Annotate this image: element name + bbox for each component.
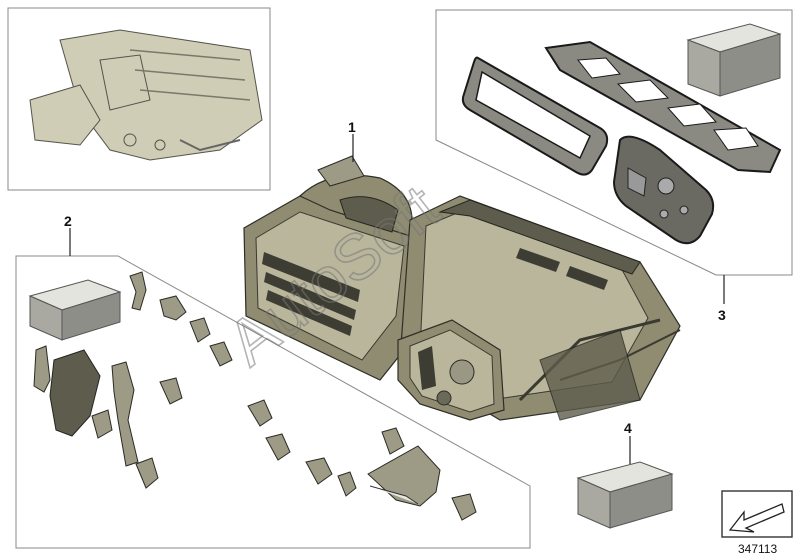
- small-parts-set[interactable]: [33, 271, 477, 521]
- parts-box-group-3[interactable]: [686, 23, 782, 97]
- arrow-back-icon[interactable]: [721, 490, 793, 538]
- reference-number: 347113: [738, 542, 777, 556]
- gasket-seal-rectangular[interactable]: [461, 56, 609, 176]
- callout-2[interactable]: 2: [64, 213, 72, 229]
- gasket-group-frame: [435, 9, 793, 276]
- hvac-assembly-thumbnail-icon: [29, 29, 263, 161]
- callout-3[interactable]: 3: [718, 307, 726, 323]
- parts-box-group-2[interactable]: [28, 279, 122, 341]
- small-parts-group-frame: [15, 255, 531, 549]
- gasket-plate[interactable]: [612, 135, 715, 245]
- callout-1[interactable]: 1: [348, 119, 356, 135]
- parts-box-group-4[interactable]: [576, 461, 674, 529]
- overview-thumbnail[interactable]: [7, 7, 271, 191]
- gasket-seal-multi-opening[interactable]: [544, 40, 782, 174]
- callout-4[interactable]: 4: [624, 420, 632, 436]
- hvac-housing-icon[interactable]: [243, 155, 681, 421]
